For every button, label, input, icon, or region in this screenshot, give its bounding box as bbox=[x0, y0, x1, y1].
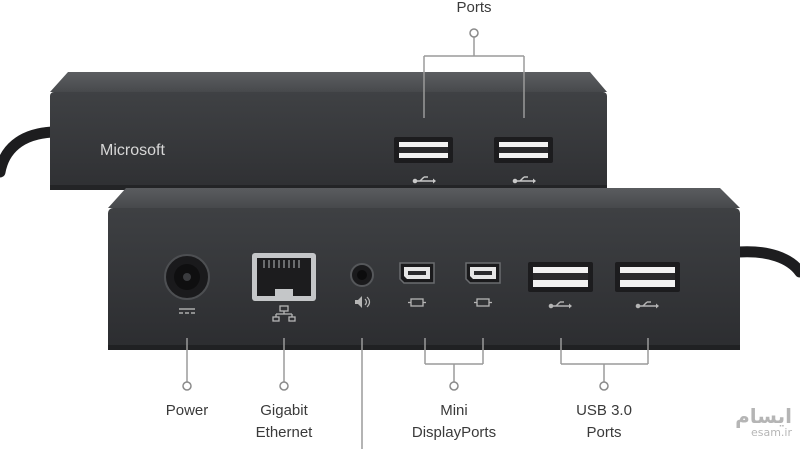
speaker-icon bbox=[355, 296, 371, 308]
back-usb-port-1 bbox=[394, 137, 453, 163]
front-usb-port-2 bbox=[615, 262, 680, 292]
usb-icon bbox=[548, 301, 572, 309]
label-usb-line1: USB 3.0 bbox=[576, 402, 632, 419]
label-mini-line1: Mini bbox=[440, 402, 468, 419]
mini-displayport-1 bbox=[399, 262, 435, 284]
back-usb-port-2 bbox=[494, 137, 553, 163]
dc-power-icon bbox=[179, 308, 195, 314]
ethernet-port bbox=[252, 253, 316, 301]
cable-left bbox=[0, 126, 58, 178]
label-usb-line2: Ports bbox=[586, 424, 622, 441]
usb-icon bbox=[635, 301, 659, 309]
power-port bbox=[164, 254, 210, 300]
callout-lines bbox=[186, 37, 649, 449]
dock-back bbox=[50, 72, 607, 190]
label-gigabit-line2: Ethernet bbox=[255, 424, 313, 441]
front-usb-port-1 bbox=[528, 262, 593, 292]
label-usb-ports: USB 3.0 Ports bbox=[549, 400, 659, 444]
brand-logo: Microsoft bbox=[100, 142, 165, 159]
label-mini-displayports: Mini DisplayPorts bbox=[389, 400, 519, 444]
usb-icon bbox=[512, 176, 536, 184]
cable-right bbox=[732, 246, 800, 278]
audio-jack bbox=[350, 263, 374, 287]
usb-icon bbox=[412, 176, 436, 184]
label-gigabit-ethernet: Gigabit Ethernet bbox=[234, 400, 334, 444]
label-power: Power bbox=[165, 402, 209, 419]
label-mini-line2: DisplayPorts bbox=[411, 424, 497, 441]
displayport-icon bbox=[474, 298, 492, 307]
label-gigabit-line1: Gigabit bbox=[260, 402, 308, 419]
label-ports-top: Ports bbox=[456, 0, 492, 16]
watermark-main: ایسام bbox=[735, 404, 792, 428]
callout-dots bbox=[182, 28, 609, 391]
mini-displayport-2 bbox=[465, 262, 501, 284]
watermark-sub: esam.ir bbox=[750, 426, 792, 439]
network-icon bbox=[272, 305, 296, 322]
displayport-icon bbox=[408, 298, 426, 307]
watermark-logo: ایسام esam.ir bbox=[735, 405, 792, 439]
